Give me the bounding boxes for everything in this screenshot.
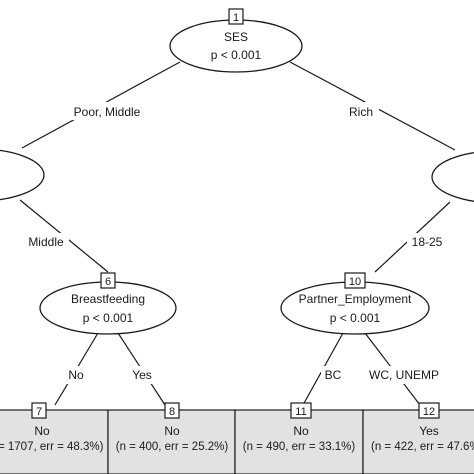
node-10-id: 10 <box>349 276 361 288</box>
leaf-8-stats: (n = 400, err = 25.2%) <box>116 441 229 453</box>
node-right-ellipse <box>431 152 474 202</box>
edge-label-yes: Yes <box>132 368 152 382</box>
node-1-p-value: p < 0.001 <box>211 48 262 62</box>
edge-label-bc: BC <box>325 368 342 382</box>
leaf-8-id: 8 <box>169 406 175 418</box>
node-10-id-box <box>344 272 366 289</box>
node-1-variable: SES <box>224 30 248 44</box>
leaf-8-id-box <box>164 402 180 419</box>
edge-label-rich: Rich <box>349 105 373 119</box>
leaf-7-class: No <box>34 424 50 438</box>
leaf-7-stats: (n = 1707, err = 48.3%) <box>0 441 104 453</box>
node-1-id-box <box>228 8 244 25</box>
edge-label-no: No <box>68 368 84 382</box>
edge-label-wc-unemp: WC, UNEMP <box>369 368 439 382</box>
node-6-variable: Breastfeeding <box>71 292 145 306</box>
node-10-p-value: p < 0.001 <box>330 311 381 325</box>
node-6-p-value: p < 0.001 <box>83 311 134 325</box>
node-10: 10 Partner_Employment p < 0.001 <box>280 272 430 335</box>
leaf-11-id: 11 <box>295 406 306 418</box>
node-1-ellipse <box>169 19 303 73</box>
leaf-11: 11 No (n = 490, err = 33.1%) <box>234 402 364 474</box>
node-6-id: 6 <box>105 276 111 288</box>
leaf-7: 7 No (n = 1707, err = 48.3%) <box>0 402 109 474</box>
leaf-12-id: 12 <box>423 406 435 418</box>
node-left-ellipse <box>0 149 45 201</box>
edge-labels: Poor, Middle Rich Middle 18-25 No Yes BC… <box>23 102 447 384</box>
leaf-8: 8 No (n = 400, err = 25.2%) <box>107 402 236 474</box>
leaf-12-stats: (n = 422, err = 47.6%) <box>371 441 474 453</box>
node-1: 1 SES p < 0.001 <box>169 8 303 73</box>
node-1-id: 1 <box>233 12 239 24</box>
node-left-cropped <box>0 149 45 201</box>
node-right-cropped <box>431 152 474 202</box>
edge-label-poor-middle: Poor, Middle <box>74 105 141 119</box>
leaf-12-id-box <box>418 402 440 419</box>
leaf-11-id-box <box>290 402 312 419</box>
leaf-11-class: No <box>293 424 309 438</box>
leaf-12: 12 Yes (n = 422, err = 47.6%) <box>362 402 474 474</box>
node-10-ellipse <box>280 281 430 335</box>
edge-label-18-25: 18-25 <box>412 235 443 249</box>
node-6: 6 Breastfeeding p < 0.001 <box>39 272 177 335</box>
leaf-7-id-box <box>31 402 47 419</box>
node-6-id-box <box>100 272 116 289</box>
leaf-12-box <box>362 409 474 474</box>
leaf-7-id: 7 <box>36 406 42 418</box>
leaf-8-class: No <box>164 424 180 438</box>
edge-label-middle: Middle <box>28 235 64 249</box>
node-6-ellipse <box>39 281 177 335</box>
leaf-12-class: Yes <box>419 424 439 438</box>
node-10-variable: Partner_Employment <box>299 292 412 306</box>
leaf-11-stats: (n = 490, err = 33.1%) <box>243 441 356 453</box>
